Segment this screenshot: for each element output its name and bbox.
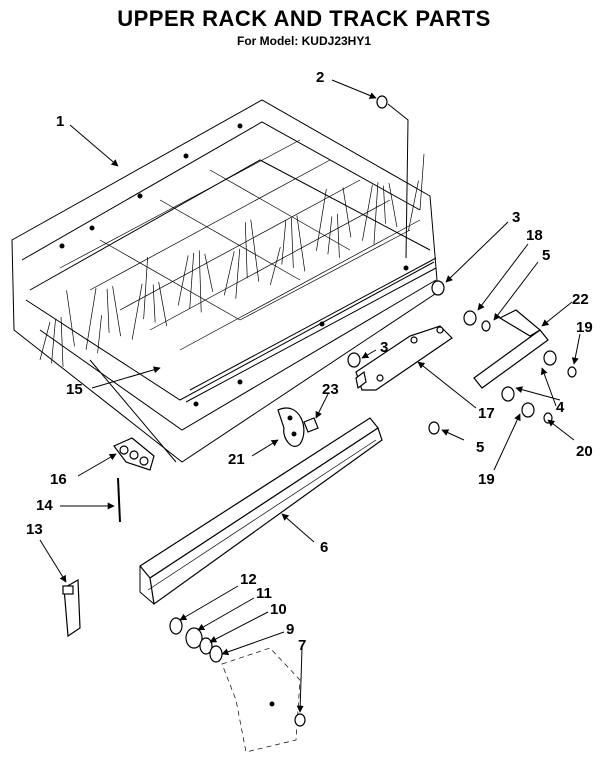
callout-5b: 5 [476, 439, 484, 456]
callout-19a: 19 [576, 319, 593, 336]
rack-track [139, 417, 383, 606]
callout-15: 15 [66, 381, 83, 398]
bracket-17 [355, 325, 453, 391]
callout-16: 16 [50, 471, 67, 488]
callout-9: 9 [286, 621, 294, 638]
diagram-title: UPPER RACK AND TRACK PARTS [117, 6, 491, 31]
callout-3a: 3 [512, 209, 520, 226]
callout-20: 20 [576, 443, 593, 460]
callout-23: 23 [322, 381, 339, 398]
stop-clip-13 [62, 578, 81, 638]
model-line: For Model: KUDJ23HY1 [236, 34, 372, 48]
bracket-22 [473, 309, 549, 389]
callout-13: 13 [26, 521, 43, 538]
callout-5a: 5 [542, 247, 550, 264]
callout-3b: 3 [380, 339, 388, 356]
cover-clip-21 [277, 407, 305, 447]
leader-lines [39, 79, 581, 713]
wire-pin-14 [117, 477, 121, 523]
callout-7: 7 [298, 637, 306, 654]
wheel-assembly [169, 617, 306, 753]
callout-10: 10 [270, 601, 287, 618]
callout-4: 4 [556, 399, 565, 416]
callout-11: 11 [256, 585, 272, 602]
upper-rack-basket [11, 99, 439, 463]
rack-adjuster-16 [113, 437, 155, 471]
callout-21: 21 [228, 451, 245, 468]
callout-6: 6 [320, 539, 328, 556]
callout-19b: 19 [478, 471, 495, 488]
callout-2: 2 [316, 69, 324, 86]
wheels-right [347, 95, 577, 435]
callout-14: 14 [36, 497, 53, 514]
callout-12: 12 [240, 571, 257, 588]
callout-17: 17 [478, 405, 495, 422]
callout-22: 22 [572, 291, 589, 308]
screw-23 [303, 417, 319, 433]
callout-1: 1 [56, 113, 64, 130]
callout-18: 18 [526, 227, 543, 244]
